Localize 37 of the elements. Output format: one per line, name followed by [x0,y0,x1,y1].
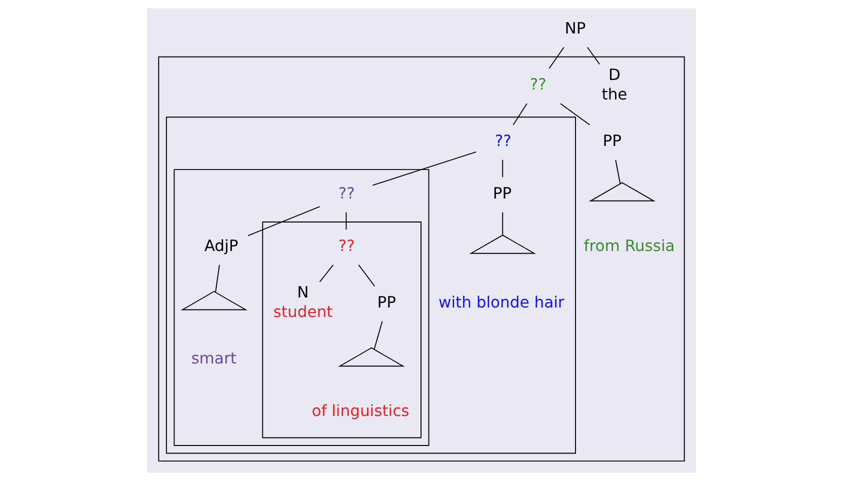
node-label: from Russia [584,236,675,255]
node-triangle [588,182,656,202]
node-label: with blonde hair [438,293,564,312]
node-text: PP [602,132,622,150]
connector [374,320,383,350]
connector [502,159,504,178]
node-text: D the [602,66,628,104]
node-text: N student [273,284,333,322]
connector [346,212,347,230]
connector [615,159,621,184]
node-text: ?? [494,132,512,150]
cluster [158,56,685,462]
connector [586,46,600,65]
connector [215,264,220,293]
node-text: AdjP [204,236,238,255]
connector [372,151,477,186]
cluster [174,169,430,446]
node-text: PP [377,293,396,312]
cluster [262,222,422,438]
node-label: smart [191,350,236,368]
connector [248,206,320,236]
connector [548,46,564,69]
node-text: ?? [338,184,355,203]
node-triangle [469,234,536,254]
connector [560,103,590,126]
node-text: PP [492,184,512,203]
connector [502,212,504,236]
node-text: ?? [530,76,546,94]
node-text: ?? [338,236,355,255]
node-text: NP [564,19,586,38]
cluster [166,116,576,454]
connector [358,264,376,287]
node-triangle [338,347,405,367]
connector [319,264,334,282]
node-triangle [180,290,248,310]
connector [512,103,528,126]
node-label: of linguistics [312,402,410,420]
